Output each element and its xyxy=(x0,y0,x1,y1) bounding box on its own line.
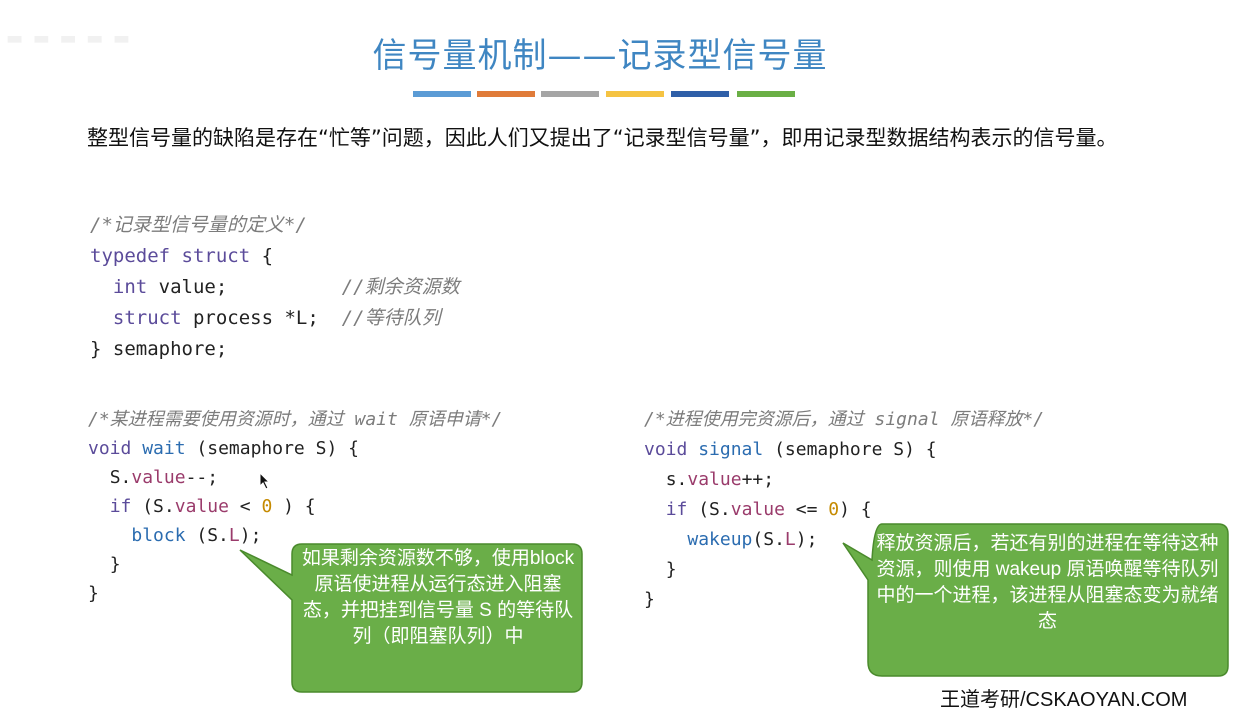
code-number: 0 xyxy=(261,496,273,517)
code-comment: //剩余资源数 xyxy=(341,276,460,298)
code-text: <= xyxy=(784,499,829,520)
code-comment: /*进程使用完资源后，通过 signal 原语释放*/ xyxy=(644,409,1045,430)
code-comment: /*记录型信号量的定义*/ xyxy=(90,214,307,236)
code-keyword: void xyxy=(88,438,132,459)
code-keyword: struct xyxy=(112,307,182,329)
color-bar xyxy=(671,91,729,97)
code-text: value; xyxy=(147,276,228,298)
code-member: value xyxy=(131,467,186,488)
code-text: (S. xyxy=(752,529,785,550)
footer-brand: 王道考研/CSKAOYAN.COM xyxy=(940,689,1188,711)
code-text: (S. xyxy=(131,496,175,517)
code-function-name: wait xyxy=(142,438,186,459)
intro-paragraph: 整型信号量的缺陷是存在“忙等”问题，因此人们又提出了“记录型信号量”，即用记录型… xyxy=(87,126,1118,150)
code-keyword: typedef xyxy=(90,245,171,267)
code-text: ); xyxy=(239,525,262,546)
code-keyword: if xyxy=(109,496,132,517)
code-comment: //等待队列 xyxy=(341,307,441,329)
code-text: S. xyxy=(109,467,132,488)
code-function-name: signal xyxy=(698,439,764,460)
code-text: } xyxy=(644,589,655,610)
callout-text-block: 如果剩余资源数不够，使用block原语使进程从运行态进入阻塞态，并把挂到信号量 … xyxy=(301,548,575,647)
code-member: L xyxy=(228,525,240,546)
code-comment: /*某进程需要使用资源时，通过 wait 原语申请*/ xyxy=(88,409,503,430)
code-wait-function: /*某进程需要使用资源时，通过 wait 原语申请*/ void wait (s… xyxy=(88,405,502,608)
color-bar xyxy=(413,91,471,97)
code-text: } xyxy=(109,554,121,575)
code-text: process *L; xyxy=(181,307,319,329)
color-bar xyxy=(541,91,599,97)
code-text: ) { xyxy=(272,496,316,517)
code-text: < xyxy=(228,496,262,517)
slide-title: 信号量机制——记录型信号量 xyxy=(372,36,828,76)
code-member: value xyxy=(730,499,785,520)
code-signal-function: /*进程使用完资源后，通过 signal 原语释放*/ void signal … xyxy=(644,405,1044,615)
callout-text-wakeup: 释放资源后，若还有别的进程在等待这种资源，则使用 wakeup 原语唤醒等待队列… xyxy=(876,533,1219,632)
code-keyword: struct xyxy=(181,245,251,267)
callout-bubble-wakeup xyxy=(842,523,1229,677)
code-member: L xyxy=(784,529,796,550)
code-text: } xyxy=(88,583,99,604)
mouse-cursor-icon xyxy=(259,472,271,490)
code-text: ++; xyxy=(741,469,775,490)
code-text: s. xyxy=(665,469,688,490)
code-number: 0 xyxy=(828,499,840,520)
code-text: ) { xyxy=(839,499,872,520)
code-text: } semaphore; xyxy=(90,338,228,360)
color-bar xyxy=(737,91,795,97)
code-keyword: if xyxy=(665,499,688,520)
code-text: --; xyxy=(185,467,219,488)
watermark: ▬ ▬ ▬ ▬ ▬ xyxy=(6,28,132,49)
code-text: } xyxy=(665,559,677,580)
color-bar xyxy=(477,91,535,97)
code-text: ); xyxy=(795,529,818,550)
code-text: (S. xyxy=(185,525,229,546)
code-member: value xyxy=(174,496,229,517)
code-text: (semaphore S) { xyxy=(763,439,937,460)
code-function-name: block xyxy=(131,525,186,546)
code-member: value xyxy=(687,469,742,490)
color-bar xyxy=(606,91,664,97)
code-semaphore-definition: /*记录型信号量的定义*/ typedef struct { int value… xyxy=(90,210,460,365)
code-keyword: void xyxy=(644,439,688,460)
code-function-name: wakeup xyxy=(687,529,753,550)
code-text: (semaphore S) { xyxy=(185,438,359,459)
code-keyword: int xyxy=(112,276,148,298)
code-text: { xyxy=(250,245,274,267)
code-text: (S. xyxy=(687,499,731,520)
callout-bubble-block xyxy=(239,543,583,693)
